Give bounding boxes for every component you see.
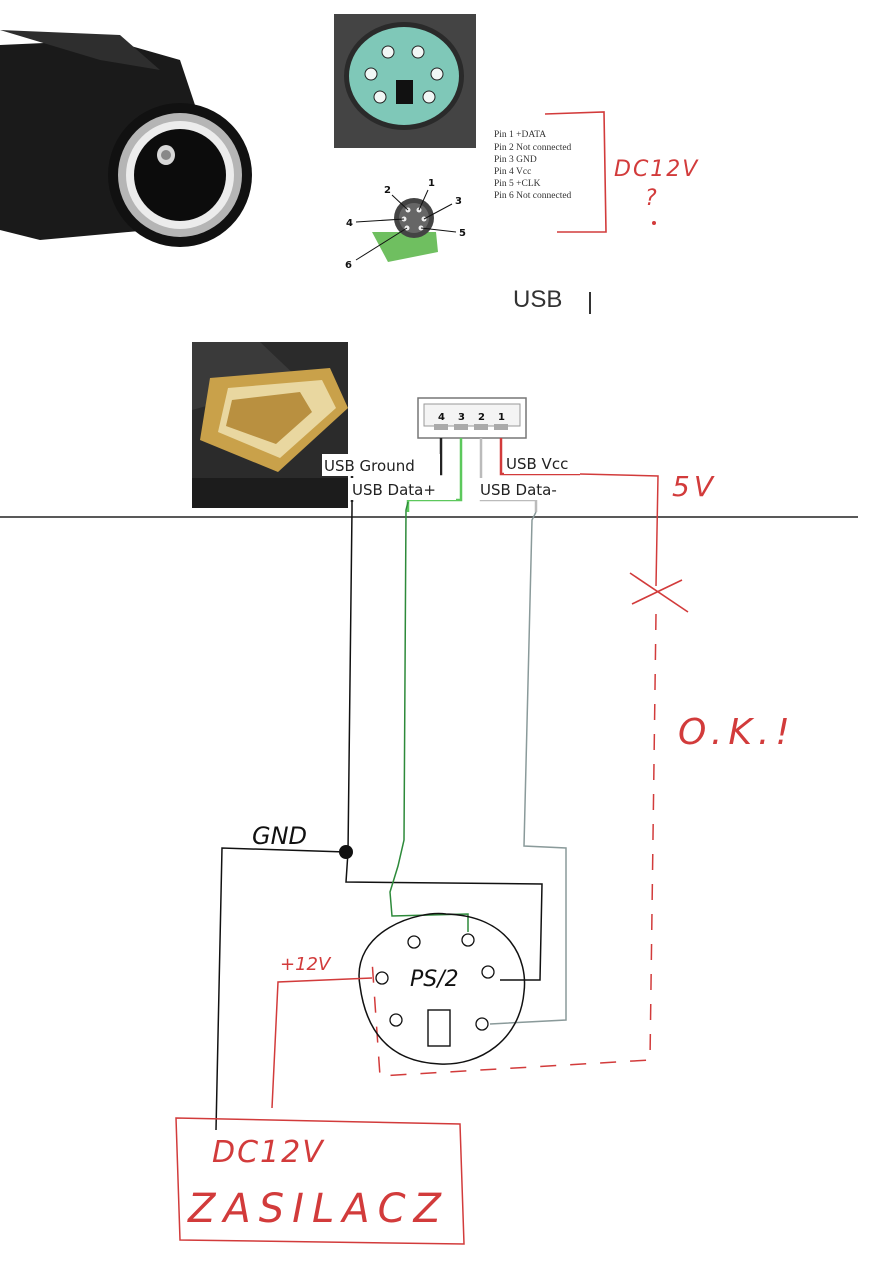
usb-plug-photo [192,342,348,508]
pin-list-annotation [544,111,607,233]
ps2-pin-number-6: 6 [345,260,352,271]
power-supply-box [175,1117,465,1245]
ps2-label: PS/2 [410,967,459,992]
gnd-label: GND [252,822,307,850]
usb-pin-number-2: 2 [478,412,485,423]
ps2-pin-number-1: 1 [428,178,435,189]
plus12v-label: +12V [280,954,332,975]
usb-pin-number-4: 4 [438,412,445,423]
ps2-pin-number-5: 5 [459,228,466,239]
usb-pin-number-1: 1 [498,412,505,423]
ps2-pin-number-2: 2 [384,185,391,196]
vcc-dashed-wire [371,613,657,1077]
question-dot [652,221,656,225]
usb-connector-schematic: 4 3 2 1 [417,397,527,439]
usb-data-minus-label: USB Data- [480,481,557,499]
ps2-socket-photo [334,14,476,148]
ps2-socket-drawing [358,912,526,1065]
pin-list-item: Pin 2 Not connected [494,143,572,153]
five-volt-note: 5V [672,470,717,503]
pin-list-item: Pin 4 Vcc [494,167,531,177]
vcc-wire-hand [579,473,659,587]
question-mark: ? [645,186,657,211]
ok-note: O.K.! [678,712,796,753]
pin-list-item: Pin 6 Not connected [494,191,572,201]
ground-wire [345,502,543,981]
pin-list-item: Pin 1 +DATA [494,130,546,140]
pin-list-item: Pin 5 +CLK [494,179,541,189]
gnd-wire-to-supply [215,847,347,1131]
usb-vcc-label: USB Vcc [506,455,568,473]
usb-ground-label: USB Ground [324,457,415,475]
cut-mark [629,572,689,613]
ps2-pin-list: Pin 1 +DATA Pin 2 Not connected Pin 3 GN… [494,130,572,201]
pin-list-item: Pin 3 GND [494,155,537,165]
plus12v-wire [271,977,373,1109]
data-minus-wire [489,511,567,1025]
supply-name-label: ZASILACZ [187,1186,449,1232]
ps2-pin-number-3: 3 [455,196,462,207]
usb-data-plus-label: USB Data+ [352,481,436,499]
usb-title: USB [513,286,562,313]
ps2-pin-number-4: 4 [346,218,353,229]
dc-jack-photo [0,0,270,270]
data-plus-wire [389,501,469,932]
dc12v-note: DC12V [614,157,699,182]
supply-voltage-label: DC12V [212,1135,325,1170]
usb-pin-number-3: 3 [458,412,465,423]
ps2-plug-drawing: 1 2 3 4 5 6 [345,178,466,271]
